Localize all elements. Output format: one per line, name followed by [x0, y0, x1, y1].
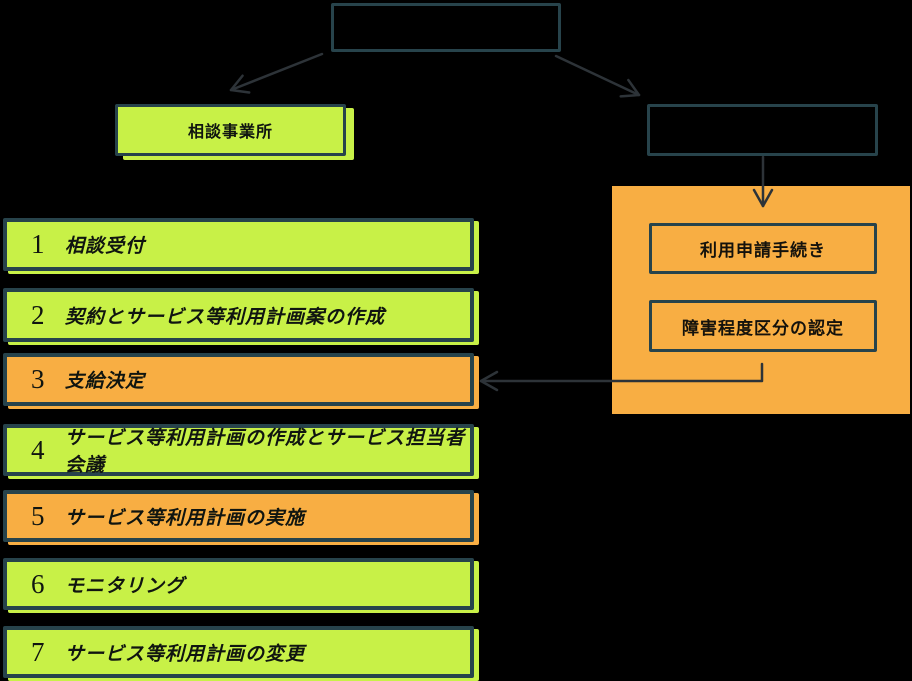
panel-box-label: 障害程度区分の認定 — [682, 318, 844, 338]
step-row-3: 3 支給決定 — [3, 353, 474, 406]
step-row-7: 7 サービス等利用計画の変更 — [3, 626, 474, 678]
arrow-top-to-left-branch — [229, 52, 324, 94]
step-label: 相談受付 — [65, 236, 146, 257]
step-number: 4 — [31, 434, 45, 465]
step-label: 支給決定 — [65, 371, 146, 392]
branch-left-label: 相談事業所 — [187, 124, 273, 141]
step-label: サービス等利用計画の変更 — [65, 643, 306, 665]
step-label: サービス等利用計画の実施 — [65, 507, 306, 529]
panel-box-application-procedure: 利用申請手続き — [649, 223, 877, 274]
branch-box-consultation-office: 相談事業所 — [115, 104, 346, 156]
step-number: 2 — [31, 299, 45, 330]
top-box — [331, 3, 561, 52]
step-row-2: 2 契約とサービス等利用計画案の作成 — [3, 288, 474, 342]
step-label: 契約とサービス等利用計画案の作成 — [65, 306, 386, 328]
step-row-4: 4 サービス等利用計画の作成とサービス担当者会議 — [3, 424, 474, 476]
step-row-6: 6 モニタリング — [3, 558, 474, 610]
step-number: 7 — [31, 636, 45, 667]
panel-box-disability-classification: 障害程度区分の認定 — [649, 300, 877, 352]
step-number: 6 — [31, 568, 45, 599]
step-label: サービス等利用計画の作成とサービス担当者会議 — [65, 428, 466, 476]
step-number: 5 — [31, 500, 45, 531]
arrow-panel-to-step3 — [479, 362, 764, 392]
panel-box-label: 利用申請手続き — [700, 241, 826, 260]
step-number: 3 — [31, 364, 45, 394]
step-number: 1 — [31, 229, 45, 259]
step-row-1: 1 相談受付 — [3, 218, 474, 271]
step-label: モニタリング — [65, 575, 186, 597]
arrow-top-to-right-branch — [554, 54, 641, 98]
branch-box-right — [647, 104, 878, 156]
step-row-5: 5 サービス等利用計画の実施 — [3, 490, 474, 542]
